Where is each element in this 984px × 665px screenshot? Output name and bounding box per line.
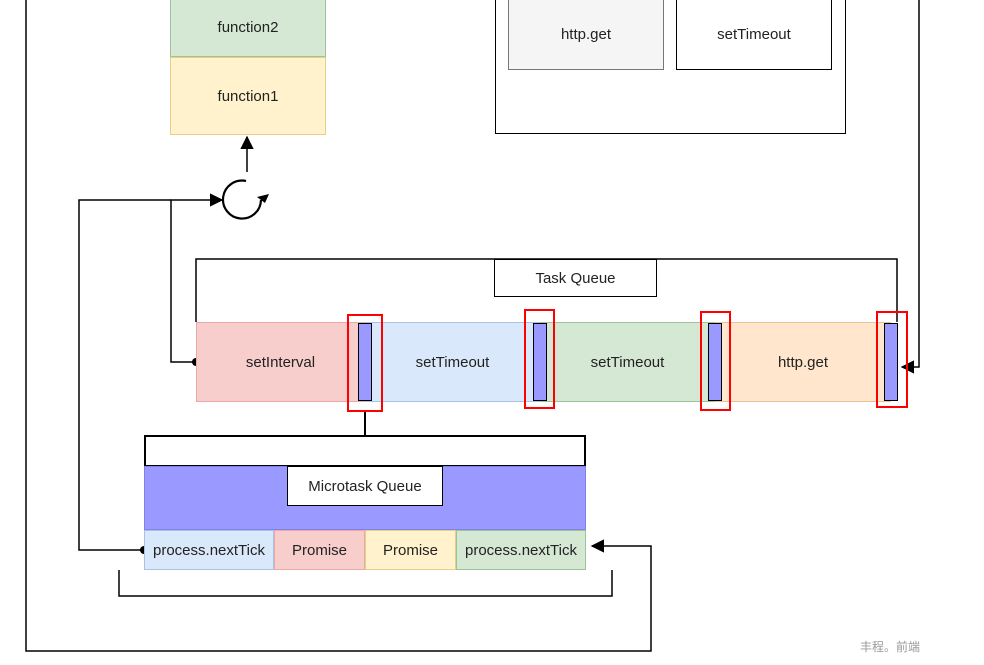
microtask-header-bar — [144, 435, 586, 467]
task-queue-item: setTimeout — [365, 322, 540, 402]
call-stack-label: function2 — [217, 19, 279, 36]
microtask-item: Promise — [365, 530, 456, 570]
task-queue-to-loop-line — [170, 193, 224, 363]
marker-bar — [708, 323, 722, 401]
outer-frame-line — [25, 0, 652, 652]
microtask-queue-title-text: Microtask Queue — [308, 477, 422, 495]
marker-bar — [358, 323, 372, 401]
microtask-to-loop-line — [78, 199, 171, 551]
microtask-bottom-bracket — [118, 570, 613, 597]
task-queue-title-text: Task Queue — [535, 269, 616, 287]
web-api-label: http.get — [560, 25, 612, 43]
task-queue-item-label: setInterval — [245, 353, 316, 371]
event-loop-icon — [221, 179, 269, 220]
microtask-item: process.nextTick — [144, 530, 274, 570]
task-queue-item: setTimeout — [540, 322, 715, 402]
microtask-queue-title: Microtask Queue — [287, 466, 443, 506]
microtask-item-label: process.nextTick — [153, 541, 265, 559]
marker-highlight-box — [876, 311, 908, 408]
web-apis-container — [495, 0, 846, 134]
marker-bar — [884, 323, 898, 401]
task-queue-item: setInterval — [196, 322, 365, 402]
web-api-label: setTimeout — [717, 25, 791, 43]
marker-highlight-box — [700, 311, 731, 411]
marker-highlight-box — [524, 309, 555, 409]
task-queue-item-label: setTimeout — [415, 353, 490, 371]
web-api-http-get: http.get — [508, 0, 664, 70]
call-stack-label: function1 — [217, 87, 279, 105]
marker-bar — [533, 323, 547, 401]
microtask-item-label: process.nextTick — [465, 541, 577, 559]
task-queue-item-label: setTimeout — [590, 353, 665, 371]
call-stack-function1: function1 — [170, 57, 326, 135]
task-queue-title: Task Queue — [494, 259, 657, 297]
task-queue-item-label: http.get — [777, 353, 829, 371]
marker-highlight-box — [347, 314, 383, 412]
task-queue-item: http.get — [715, 322, 891, 402]
call-stack-function2: function2 — [170, 0, 326, 57]
microtask-item-label: Promise — [291, 541, 347, 559]
microtask-item-label: Promise — [382, 541, 438, 559]
web-api-settimeout: setTimeout — [676, 0, 832, 70]
microtask-item: process.nextTick — [456, 530, 586, 570]
watermark-text: 丰程。前端 — [860, 640, 921, 654]
microtask-item: Promise — [274, 530, 365, 570]
